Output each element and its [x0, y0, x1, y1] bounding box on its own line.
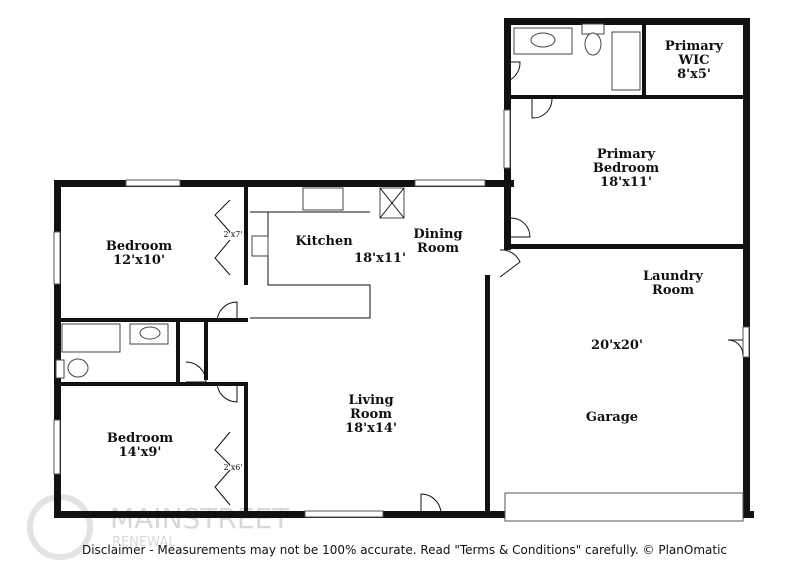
primary-wic-size: 8'x5' [677, 67, 711, 82]
laundry-label-line1: Laundry [643, 269, 703, 284]
primary-bedroom-label-line1: Primary [597, 147, 656, 162]
fixtures [55, 23, 641, 379]
watermark-sub: RENEWAL [112, 535, 176, 550]
bedroom-2-size: 14'x9' [119, 445, 162, 460]
primary-bedroom-size: 18'x11' [600, 175, 652, 190]
primary-wic-label-line1: Primary [665, 39, 724, 54]
primary-bedroom-label-line2: Bedroom [593, 161, 660, 176]
room-labels: Primary WIC 8'x5' Primary Bedroom 18'x11… [106, 39, 724, 472]
bedroom-2-label: Bedroom [107, 431, 174, 446]
kitchen-label: Kitchen [295, 234, 353, 249]
closet-2-size: 2'x6' [223, 463, 242, 472]
kitchen-counters [250, 211, 371, 319]
garage-size: 20'x20' [591, 338, 643, 353]
primary-wic-label-line2: WIC [677, 53, 709, 68]
closet-1-size: 2'x7' [223, 230, 242, 239]
living-label-line1: Living [348, 393, 393, 408]
watermark: MAINSTREET RENEWAL [27, 494, 290, 560]
bedroom-1-size: 12'x10' [113, 253, 165, 268]
living-size: 18'x14' [345, 421, 397, 436]
windows [53, 109, 750, 522]
doors [185, 61, 744, 515]
watermark-brand: MAINSTREET [110, 502, 290, 535]
dining-label-line1: Dining [413, 227, 462, 242]
living-label-line2: Room [350, 407, 392, 422]
bedroom-1-label: Bedroom [106, 239, 173, 254]
kitchen-size: 18'x11' [354, 251, 406, 266]
disclaimer-text: Disclaimer - Measurements may not be 100… [81, 543, 728, 557]
dining-label-line2: Room [417, 241, 459, 256]
garage-label: Garage [586, 410, 638, 425]
laundry-label-line2: Room [652, 283, 694, 298]
